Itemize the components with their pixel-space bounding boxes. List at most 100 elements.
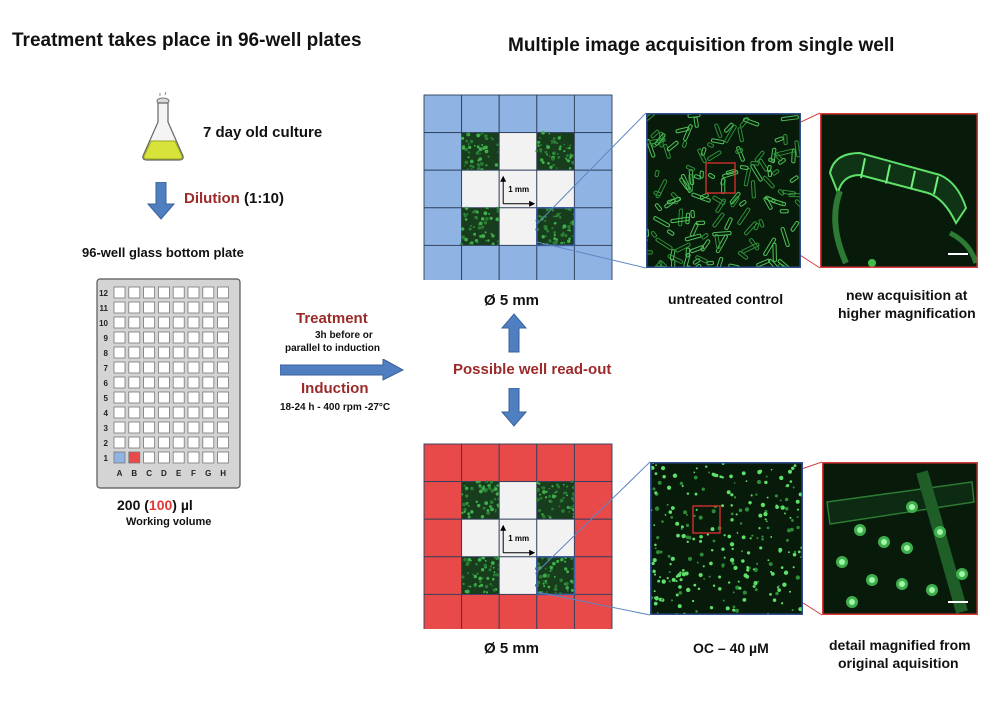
hypha-shape [828, 151, 968, 226]
plate-well [128, 331, 141, 344]
cell-dot [699, 539, 703, 543]
diameter-top: Ø 5 mm [484, 292, 540, 309]
cell-dot [657, 480, 662, 485]
texture-dot [543, 224, 548, 229]
cell-dot [661, 520, 664, 523]
cell-dot [775, 591, 779, 596]
texture-dot [480, 225, 485, 229]
texture-dot [491, 242, 495, 245]
cell-dot [790, 519, 794, 522]
cell-filament [780, 227, 790, 248]
texture-dot [460, 136, 465, 141]
cell-dot [680, 525, 684, 529]
plate-well [217, 331, 229, 344]
plate-well [158, 301, 170, 314]
cell-filament [646, 138, 656, 158]
cell-dot [670, 506, 675, 510]
cell-dot [686, 492, 690, 495]
plate-well [158, 346, 170, 359]
cell-dot [708, 471, 711, 474]
plate-row-label: 1 [104, 454, 109, 463]
texture-dot [557, 136, 561, 140]
plate-well [128, 391, 141, 404]
texture-dot [555, 483, 559, 487]
texture-dot [542, 582, 545, 585]
plate-well [202, 331, 215, 344]
cell-dot [772, 598, 777, 602]
cell-dot [796, 508, 800, 511]
texture-dot [536, 488, 540, 492]
cell-dot [758, 526, 761, 530]
plate-well [202, 421, 215, 434]
texture-dot [555, 238, 559, 241]
septum-line [860, 158, 866, 179]
texture-dot [476, 241, 479, 244]
texture-dot [480, 568, 485, 572]
cell-dot [753, 581, 758, 585]
texture-dot [481, 144, 484, 147]
cell-filament [700, 239, 711, 252]
sphere-core [857, 527, 863, 533]
cell-filament [735, 148, 744, 154]
cell-dot [691, 599, 695, 603]
cell-dot [729, 542, 735, 547]
plate-well [187, 406, 200, 419]
well-cell [573, 132, 613, 171]
texture-dot [476, 145, 480, 149]
texture-dot [564, 491, 568, 495]
texture-dot [465, 139, 469, 143]
plate-well [202, 316, 215, 329]
cell-filament [695, 220, 706, 226]
texture-dot [477, 226, 481, 230]
cell-filament [666, 229, 675, 236]
texture-dot [490, 232, 493, 235]
cell-dot [661, 579, 666, 584]
cell-dot [723, 556, 726, 559]
cell-dot [731, 547, 734, 550]
cell-filament [794, 140, 801, 158]
caption-detail-bottom-line1: detail magnified from [829, 637, 971, 653]
texture-dot [489, 480, 494, 484]
cell-filament [677, 208, 684, 227]
texture-dot [554, 494, 557, 498]
texture-dot [548, 155, 551, 158]
sphere-core [909, 504, 915, 510]
texture-dot [496, 240, 500, 243]
cell-filament [675, 126, 690, 134]
cell-dot [699, 552, 704, 557]
texture-dot [480, 583, 484, 587]
cell-dot [680, 527, 683, 530]
cell-dot [749, 537, 752, 540]
cell-dot [765, 475, 768, 478]
texture-dot [485, 239, 488, 242]
texture-dot [564, 560, 567, 563]
texture-dot [484, 145, 488, 150]
texture-dot [564, 233, 568, 238]
cell-dot [740, 550, 744, 553]
texture-dot [560, 233, 565, 237]
cell-dot [654, 472, 658, 476]
texture-dot [572, 512, 575, 515]
texture-dot [476, 572, 479, 576]
cell-dot [754, 588, 758, 592]
plate-well [113, 376, 126, 389]
plate-well [187, 376, 200, 389]
texture-dot [567, 239, 571, 243]
texture-dot [484, 559, 487, 562]
cell-dot [750, 494, 753, 497]
cell-filament [763, 196, 773, 210]
plate-well [113, 451, 126, 464]
cell-dot [727, 581, 731, 584]
cell-dot [730, 518, 734, 522]
cell-dot [693, 583, 697, 587]
plate-well [202, 391, 215, 404]
texture-dot [479, 162, 484, 166]
plate-well [158, 316, 170, 329]
cell-dot [734, 608, 739, 613]
cell-dot [719, 475, 723, 479]
cell-dot [666, 503, 669, 506]
texture-dot [538, 137, 541, 139]
texture-dot [486, 508, 490, 512]
cell-dot [710, 527, 715, 532]
texture-dot [485, 164, 488, 167]
